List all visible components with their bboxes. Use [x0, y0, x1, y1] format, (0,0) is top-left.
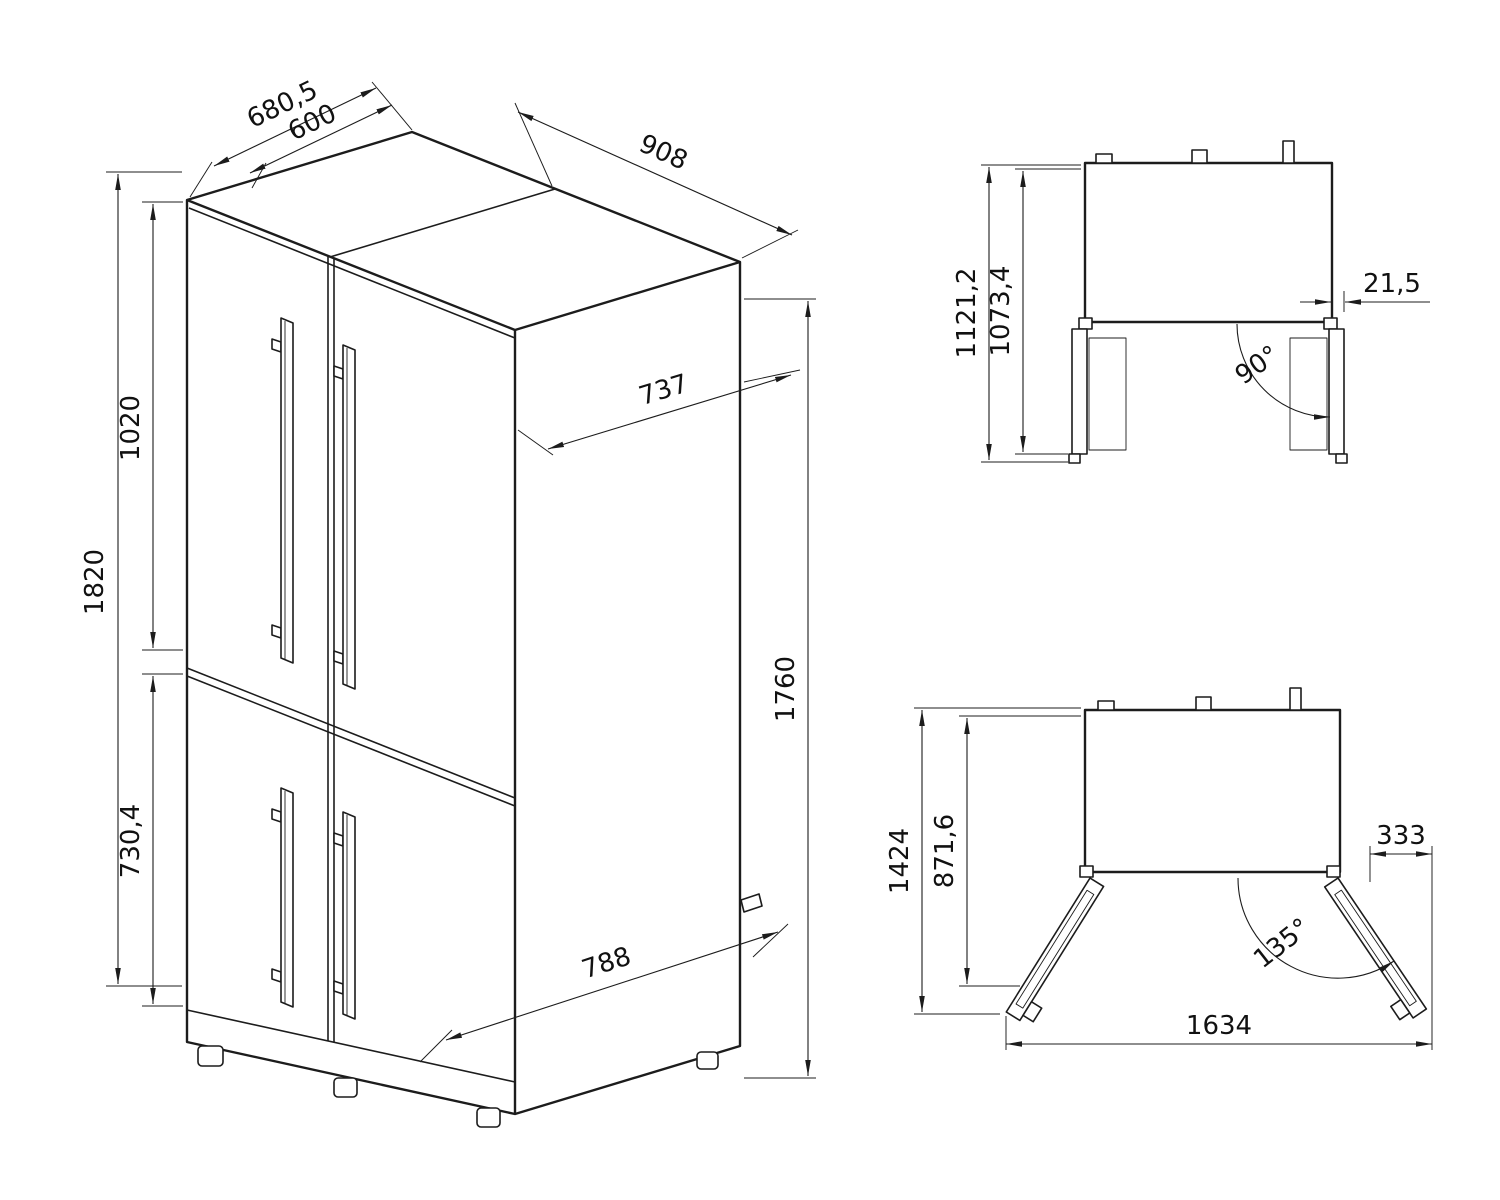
dim-label-plan135-width-open: 1634 [1186, 1011, 1252, 1041]
dim-label-lower-door-height: 730,4 [116, 804, 146, 878]
dim-plan135-depth-max: 1424 [885, 707, 1081, 1015]
fridge-body [185, 130, 742, 1116]
dim-label-plan90-depth: 1073,4 [986, 266, 1016, 357]
dim-width-lower: 788 [419, 923, 789, 1063]
dim-label-plan90-door-protrusion: 21,5 [1363, 269, 1421, 299]
dim-label-plan135-depth-max: 1424 [885, 828, 915, 894]
handle-upper-right [333, 344, 356, 690]
dim-label-height-total: 1820 [80, 549, 110, 615]
handle-upper-left [271, 317, 294, 664]
plan90-open-door-right [1289, 328, 1348, 464]
plan135-cabinet [1083, 708, 1342, 874]
plan135-open-door-left [1005, 877, 1105, 1023]
dim-label-plan135-depth: 871,6 [930, 814, 960, 888]
dim-label-upper-door-height: 1020 [116, 395, 146, 461]
plan135-open-door-right [1323, 877, 1428, 1021]
dim-lower-door-height: 730,4 [116, 673, 183, 1007]
side-peg [740, 893, 763, 913]
dim-plan90-depth: 1073,4 [986, 168, 1081, 455]
dim-plan90-depth-max: 1121,2 [952, 164, 1081, 463]
dim-width-total: 908 [514, 102, 799, 259]
dim-plan90-door-protrusion: 21,5 [1300, 269, 1430, 312]
handle-lower-right [333, 811, 356, 1020]
dim-upper-door-height: 1020 [116, 201, 183, 651]
plan-view-90: 90° 1121,2 1073,4 21,5 [952, 140, 1430, 464]
handle-lower-left [271, 787, 294, 1008]
dim-label-angle-135: 135° [1248, 913, 1316, 975]
dim-label-plan90-depth-max: 1121,2 [952, 268, 982, 359]
plan135-swing-arc [1237, 877, 1395, 979]
plan90-open-door-left [1068, 328, 1127, 464]
dim-label-angle-90: 90° [1230, 340, 1285, 391]
dim-depth-side: 737 [517, 369, 801, 456]
isometric-view: 1820 1020 730,4 680,5 600 [80, 75, 816, 1128]
plan90-swing-arc [1236, 323, 1331, 420]
plan90-cabinet [1083, 161, 1334, 324]
dim-height-cabinet: 1760 [744, 298, 816, 1079]
dim-plan135-width-open: 1634 [1005, 1011, 1432, 1050]
dim-label-depth-side: 737 [636, 369, 692, 412]
dim-label-width-total: 908 [634, 129, 692, 177]
fridge-feet [197, 1045, 719, 1128]
dim-height-total: 1820 [80, 171, 182, 987]
dim-label-height-cabinet: 1760 [771, 656, 801, 722]
dim-plan135-depth: 871,6 [930, 715, 1081, 987]
plan-view-135: 135° 1424 871,6 333 1634 [885, 687, 1433, 1050]
dim-label-plan135-door-side: 333 [1376, 821, 1426, 851]
dim-label-width-lower: 788 [578, 941, 634, 985]
dim-plan135-door-side: 333 [1369, 821, 1433, 1050]
